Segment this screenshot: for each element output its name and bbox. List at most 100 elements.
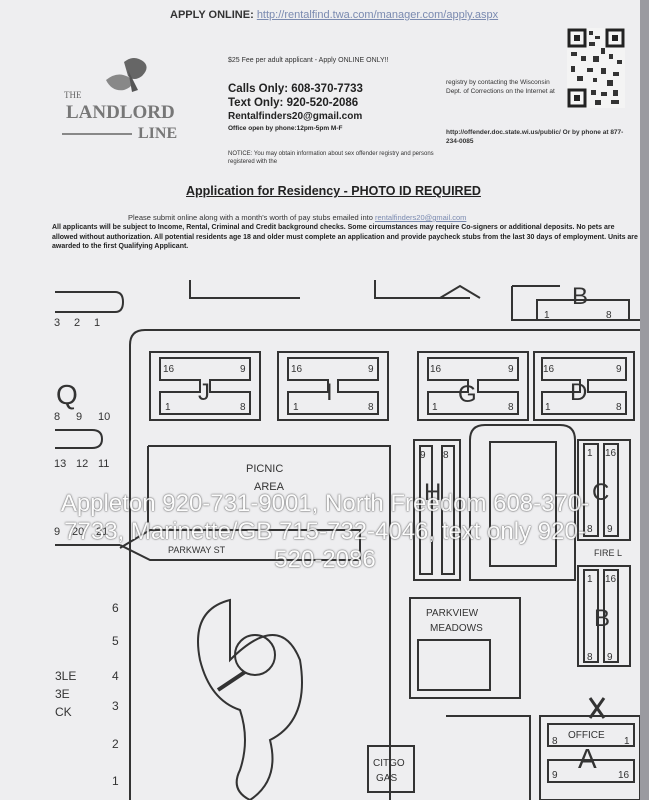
building-b-top-letter: B xyxy=(572,283,588,310)
building-c-letter: C xyxy=(592,479,609,506)
q-row2-9: 9 xyxy=(76,411,82,423)
building-i-bottom-right: 8 xyxy=(368,402,374,413)
application-title: Application for Residency - PHOTO ID REQ… xyxy=(186,184,481,198)
submit-instructions: Please submit online along with a month'… xyxy=(128,213,466,222)
building-c-n1: 1 xyxy=(587,448,593,459)
building-b-right-n3: 8 xyxy=(587,652,593,663)
path-label: PARKWAY ST xyxy=(168,545,226,555)
building-d-top-right: 9 xyxy=(616,364,622,375)
gas-line1: CITGO xyxy=(373,758,405,769)
office-letter: A xyxy=(578,743,597,774)
contact-block: Calls Only: 608-370-7733 Text Only: 920-… xyxy=(228,82,433,134)
calls-only-phone: Calls Only: 608-370-7733 xyxy=(228,83,363,95)
logo-line-the: THE xyxy=(64,90,82,100)
apply-online-line: APPLY ONLINE: http://rentalfind.twa.com/… xyxy=(170,9,498,21)
building-d-letter: D xyxy=(570,379,587,406)
submit-email-link[interactable]: rentalfinders20@gmail.com xyxy=(375,213,467,222)
building-h-letter: H xyxy=(424,479,441,506)
building-i-bottom-left: 1 xyxy=(293,402,299,413)
building-b-right-n2: 16 xyxy=(605,574,617,585)
q-row4-20: 20 xyxy=(72,526,84,538)
q-row4-21: 21 xyxy=(96,526,108,538)
side-text-1: 3LE xyxy=(55,669,76,683)
q-row1-3: 3 xyxy=(54,317,60,329)
building-g-bottom-left: 1 xyxy=(432,402,438,413)
pond-1: 1 xyxy=(112,774,119,788)
submit-text: Please submit online along with a month'… xyxy=(128,213,373,222)
registry-note: registry by contacting the Wisconsin Dep… xyxy=(446,79,555,95)
building-b-right-n4: 9 xyxy=(607,652,613,663)
qr-code xyxy=(567,28,625,108)
site-map: 3 2 1 B 1 8 J 16 9 1 8 I 16 9 1 8 xyxy=(54,280,640,800)
paper-edge-shadow xyxy=(640,0,649,800)
office-hours: Office open by phone:12pm-5pm M-F xyxy=(228,125,343,132)
building-j-bottom-left: 1 xyxy=(165,402,171,413)
applicant-rules: All applicants will be subject to Income… xyxy=(52,224,638,250)
logo-line-landlord: LANDLORD xyxy=(66,102,175,123)
building-h-n2: 8 xyxy=(443,450,449,461)
building-j: J 16 9 1 8 xyxy=(149,351,261,421)
building-i-top-right: 9 xyxy=(368,364,374,375)
q-row3-13: 13 xyxy=(54,458,66,470)
text-only-phone: Text Only: 920-520-2086 xyxy=(228,97,359,109)
building-g-top-left: 16 xyxy=(430,364,442,375)
apply-online-label: APPLY ONLINE: xyxy=(170,9,254,21)
office-label: OFFICE xyxy=(568,730,605,741)
building-d-bottom-left: 1 xyxy=(545,402,551,413)
building-h-n1: 9 xyxy=(420,450,426,461)
pond-5: 5 xyxy=(112,634,119,648)
building-g-bottom-right: 8 xyxy=(508,402,514,413)
building-c-n3: 8 xyxy=(587,524,593,535)
meadows-line1: PARKVIEW xyxy=(426,608,479,619)
building-j-top-right: 9 xyxy=(240,364,246,375)
pond-3: 3 xyxy=(112,699,119,713)
side-text-3: CK xyxy=(55,705,72,719)
pond-6: 6 xyxy=(112,601,119,615)
office-n3: 9 xyxy=(552,770,558,781)
sex-offender-notice: NOTICE: You may obtain information about… xyxy=(228,151,434,165)
offender-registry-link: http://offender.doc.state.wi.us/public/ … xyxy=(446,129,624,145)
q-row4-9: 9 xyxy=(54,526,60,538)
building-d: D 16 9 1 8 xyxy=(533,351,635,421)
building-j-letter: J xyxy=(198,379,210,406)
side-text-2: 3E xyxy=(55,687,70,701)
pond-2: 2 xyxy=(112,737,119,751)
building-g-letter: G xyxy=(458,381,477,408)
q-row1-2: 2 xyxy=(74,317,80,329)
picnic-line2: AREA xyxy=(254,481,285,493)
building-j-bottom-right: 8 xyxy=(240,402,246,413)
q-row2-10: 10 xyxy=(98,411,110,423)
q-letter: Q xyxy=(56,379,78,410)
q-row1-1: 1 xyxy=(94,317,100,329)
building-g: G 16 9 1 8 xyxy=(417,351,529,421)
building-d-top-left: 16 xyxy=(543,364,555,375)
building-d-bottom-right: 8 xyxy=(616,402,622,413)
office-n1: 8 xyxy=(552,736,558,747)
q-row3-12: 12 xyxy=(76,458,88,470)
building-g-top-right: 9 xyxy=(508,364,514,375)
building-c-n2: 16 xyxy=(605,448,617,459)
picnic-line1: PICNIC xyxy=(246,463,283,475)
building-b-top-n2: 8 xyxy=(606,310,612,321)
building-b-top-n1: 1 xyxy=(544,310,550,321)
office-n2: 1 xyxy=(624,736,630,747)
office-n4: 16 xyxy=(618,770,630,781)
pond-4: 4 xyxy=(112,669,119,683)
logo-line-line: LINE xyxy=(138,125,177,142)
apply-online-link[interactable]: http://rentalfind.twa.com/manager.com/ap… xyxy=(256,9,499,21)
gas-line2: GAS xyxy=(376,773,397,784)
building-b-right-n1: 1 xyxy=(587,574,593,585)
contact-email: Rentalfinders20@gmail.com xyxy=(228,111,363,122)
building-i: I 16 9 1 8 xyxy=(277,351,389,421)
building-i-letter: I xyxy=(326,379,333,406)
meadows-line2: MEADOWS xyxy=(430,623,483,634)
phone-numbers-overlay: Appleton 920-731-9001, North Freedom 608… xyxy=(60,490,590,573)
building-i-top-left: 16 xyxy=(291,364,303,375)
application-fee-note: $25 Fee per adult applicant - Apply ONLI… xyxy=(228,57,389,64)
landlord-line-logo: THE LANDLORD LINE xyxy=(62,58,177,142)
building-c-n4: 9 xyxy=(607,524,613,535)
fire-lane-label: FIRE L xyxy=(594,548,622,558)
building-j-top-left: 16 xyxy=(163,364,175,375)
q-row3-11: 11 xyxy=(98,458,109,470)
